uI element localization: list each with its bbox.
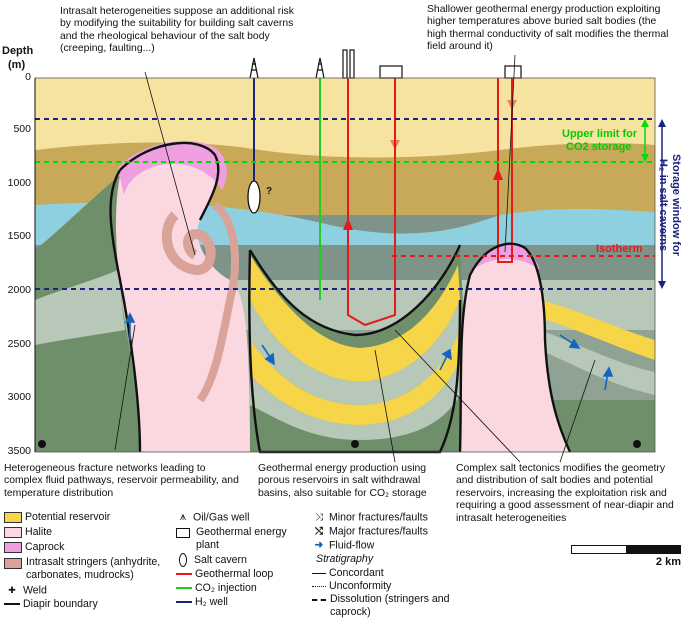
co2-limit-line1: Upper limit for [562, 128, 638, 140]
intrasalt-stringer [161, 211, 216, 275]
legend-item-weld: ✚ Weld [4, 584, 174, 598]
tick-label: 1500 [7, 230, 31, 242]
left-caprock [118, 140, 227, 195]
co2-injection-icon [176, 587, 192, 590]
annotation-salt-tectonics: Complex salt tectonics modifies the geom… [456, 463, 674, 524]
storage-window-line2: H₂ in salt caverns [657, 158, 669, 252]
annotation-shallow-geothermal: Shallower geothermal energy production e… [427, 4, 669, 53]
weld-icon: ✚ [8, 585, 16, 595]
stringers-swatch [4, 558, 22, 569]
annotation-fracture-networks: Heterogeneous fracture networks leading … [4, 463, 239, 499]
legend-label: Weld [22, 584, 47, 597]
oil-gas-well-icon: ⩚ [179, 511, 187, 523]
annotation-geothermal-basins: Geothermal energy production using porou… [258, 463, 427, 499]
legend-item-geothermal-plant: Geothermal energy plant [176, 526, 301, 553]
major-fault-icon: ⤭ [315, 526, 323, 537]
tick-label: 3500 [7, 445, 31, 457]
legend-item-major-faults: ⤭ Major fractures/faults [312, 525, 452, 539]
isotherm-label: Isotherm [596, 243, 643, 255]
halite-swatch [4, 526, 22, 538]
legend-column-2: ⩚ Oil/Gas well Geothermal energy plant S… [176, 511, 301, 610]
legend-item-diapir-boundary: Diapir boundary [4, 598, 174, 612]
tick-label: 0 [25, 71, 31, 83]
legend-label: Geothermal energy plant [196, 526, 287, 551]
caprock-swatch [4, 541, 22, 553]
weld-marker [351, 440, 359, 448]
axis-title-line1: Depth [2, 45, 34, 57]
salt-cavern-icon [179, 553, 187, 567]
fluid-flow-icon: ➜ [314, 539, 324, 551]
legend-item-salt-cavern: Salt cavern [176, 553, 301, 568]
legend-stratigraphy-title: Stratigraphy [316, 553, 374, 565]
legend-label: Halite [24, 526, 53, 538]
legend-column-1: Potential reservoir Halite Caprock Intra… [4, 511, 174, 612]
geothermal-plant-icon [176, 528, 190, 538]
axis-title: Depth (m) [2, 44, 33, 72]
reservoir-swatch [4, 511, 22, 523]
salt-cavern [247, 180, 261, 214]
legend-label: Intrasalt stringers (anhydrite, carbonat… [26, 556, 161, 581]
storage-window-line1: Storage window for [670, 153, 682, 257]
question-mark: ? [266, 186, 273, 197]
fluid-flow-arrows [124, 312, 614, 391]
right-diapir [460, 243, 570, 452]
legend-label: Oil/Gas well [192, 511, 250, 524]
legend-label: Geothermal loop [194, 568, 274, 580]
legend-item-caprock: Caprock [4, 541, 174, 556]
geothermal-loop-left [347, 78, 396, 327]
scale-bar-graphic [571, 545, 681, 554]
legend-item-fluid-flow: ➜ Fluid-flow [312, 539, 452, 553]
concordant-icon [312, 572, 326, 574]
weld-marker [633, 440, 641, 448]
legend-label: Salt cavern [193, 553, 247, 566]
co2-limit-line2: CO2 storage [566, 141, 632, 153]
legend-item-concordant: Concordant [312, 567, 452, 580]
legend-label: Potential reservoir [24, 511, 111, 523]
tick-label: 2000 [7, 284, 31, 296]
leader-lines [114, 54, 596, 463]
legend-label: Dissolution (stringers and caprock) [330, 593, 450, 618]
tick-label: 2500 [7, 338, 31, 350]
legend-label: Concordant [328, 567, 384, 579]
legend-item-co2-injection: CO₂ injection [176, 582, 301, 596]
scale-bar: 2 km [571, 545, 681, 568]
legend-item-stringers: Intrasalt stringers (anhydrite, carbonat… [4, 556, 174, 584]
oil-gas-well-icon [249, 57, 325, 79]
legend-label: Caprock [24, 541, 65, 553]
annotation-intrasalt: Intrasalt heterogeneities suppose an add… [60, 6, 294, 55]
minor-fault-icon: ⤨ [315, 512, 323, 523]
axis-title-line2: (m) [8, 59, 26, 71]
legend-item-minor-faults: ⤨ Minor fractures/faults [312, 511, 452, 525]
legend-label: Fluid-flow [328, 539, 375, 552]
legend-item-halite: Halite [4, 526, 174, 541]
h2-well-icon [176, 601, 192, 604]
legend-label: Unconformity [328, 580, 392, 592]
geothermal-loop-icon [176, 573, 192, 576]
legend-item-geothermal-loop: Geothermal loop [176, 568, 301, 582]
legend-label: CO₂ injection [194, 582, 257, 594]
geothermal-plant-icon [342, 49, 522, 79]
co2-limit-label: Upper limit for CO2 storage [562, 128, 637, 154]
weld-marker [38, 440, 46, 448]
legend-item-h2-well: H₂ well [176, 596, 301, 610]
legend-item-dissolution: Dissolution (stringers and caprock) [312, 593, 452, 619]
tick-label: 1000 [7, 177, 31, 189]
legend-item-oil-gas-well: ⩚ Oil/Gas well [176, 511, 301, 526]
legend-label: Diapir boundary [22, 598, 98, 610]
scale-bar-label: 2 km [655, 556, 681, 568]
legend-label: H₂ well [194, 596, 228, 608]
stratigraphic-layers [35, 78, 655, 452]
storage-window-label: Storage window for H₂ in salt caverns [656, 154, 682, 256]
legend-item-reservoir: Potential reservoir [4, 511, 174, 526]
legend-label: Minor fractures/faults [328, 511, 428, 524]
legend-column-3: ⤨ Minor fractures/faults ⤭ Major fractur… [312, 511, 452, 619]
dissolution-icon [312, 599, 326, 601]
tick-label: 500 [13, 123, 31, 135]
legend-item-unconformity: Unconformity [312, 580, 452, 593]
legend-label: Major fractures/faults [328, 525, 428, 538]
tick-label: 3000 [7, 391, 31, 403]
diapir-boundary-icon [4, 603, 20, 606]
unconformity-icon [312, 585, 326, 587]
